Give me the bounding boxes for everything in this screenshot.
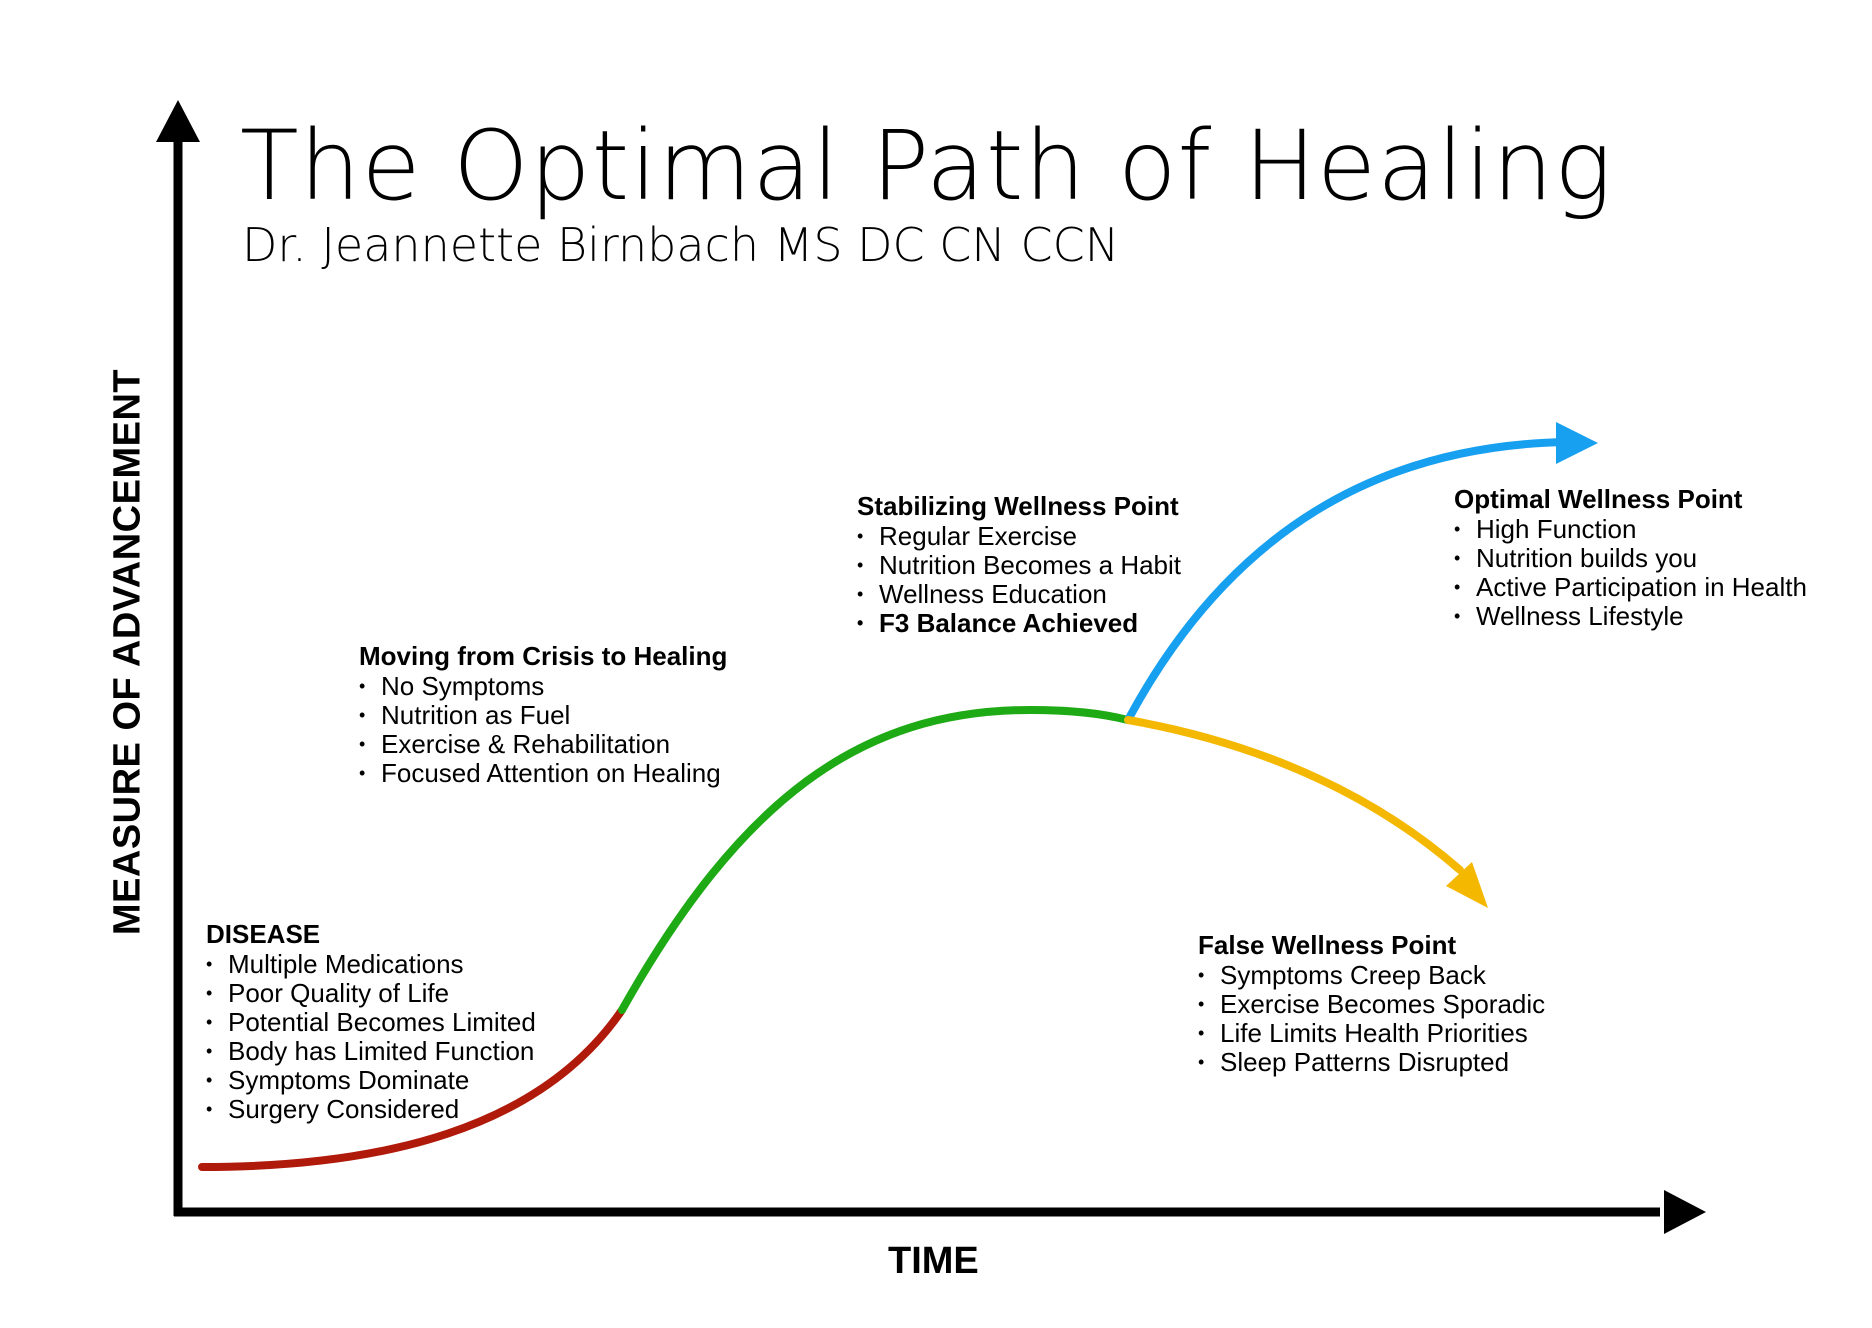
optimal-branch-curve [1124,438,1572,724]
disease-list-item: Symptoms Dominate [206,1066,536,1096]
stabilizing-list-item: Wellness Education [857,580,1181,610]
false-branch-curve [1124,716,1464,874]
y-axis-arrowhead [156,100,200,142]
false-branch-arrowhead [1446,862,1488,908]
disease-list-item: Potential Becomes Limited [206,1008,536,1038]
disease-list-item: Surgery Considered [206,1095,536,1125]
false-block: False Wellness Point Symptoms Creep Back… [1198,930,1545,1078]
stabilizing-list-item: Regular Exercise [857,522,1181,552]
crisis-list-item: Nutrition as Fuel [359,701,727,731]
disease-block-list: Multiple Medications Poor Quality of Lif… [206,950,536,1125]
diagram-title: The Optimal Path of Healing [240,110,1613,222]
optimal-list-item: Active Participation in Health [1454,573,1807,603]
stabilizing-list-item: Nutrition Becomes a Habit [857,551,1181,581]
stabilizing-block-list: Regular Exercise Nutrition Becomes a Hab… [857,522,1181,639]
disease-curve-segment [198,1006,626,1171]
crisis-list-item: Exercise & Rehabilitation [359,730,727,760]
stabilizing-block-title: Stabilizing Wellness Point [857,491,1179,521]
disease-block: DISEASE Multiple Medications Poor Qualit… [206,919,536,1125]
false-list-item: Exercise Becomes Sporadic [1198,990,1545,1020]
crisis-block: Moving from Crisis to Healing No Symptom… [359,641,728,789]
false-block-list: Symptoms Creep Back Exercise Becomes Spo… [1198,961,1545,1078]
crisis-block-list: No Symptoms Nutrition as Fuel Exercise &… [359,672,727,789]
disease-list-item: Body has Limited Function [206,1037,536,1067]
false-list-item: Life Limits Health Priorities [1198,1019,1545,1049]
false-block-title: False Wellness Point [1198,930,1457,960]
false-list-item: Sleep Patterns Disrupted [1198,1048,1545,1078]
healing-curve-segment [618,705,1132,1014]
optimal-block: Optimal Wellness Point High Function Nut… [1454,484,1807,632]
crisis-list-item: No Symptoms [359,672,727,702]
disease-block-title: DISEASE [206,919,321,949]
optimal-list-item: High Function [1454,515,1807,545]
optimal-list-item: Wellness Lifestyle [1454,602,1807,632]
diagram-subtitle: Dr. Jeannette Birnbach MS DC CN CCN [242,218,1120,272]
optimal-branch-arrowhead [1556,422,1598,464]
optimal-block-title: Optimal Wellness Point [1454,484,1743,514]
disease-list-item: Poor Quality of Life [206,979,536,1009]
x-axis-arrowhead [1664,1190,1706,1234]
false-list-item: Symptoms Creep Back [1198,961,1545,991]
stabilizing-list-item-highlight: F3 Balance Achieved [857,609,1181,639]
crisis-block-title: Moving from Crisis to Healing [359,641,728,671]
x-axis-label: TIME [888,1240,979,1282]
optimal-block-list: High Function Nutrition builds you Activ… [1454,515,1807,632]
optimal-list-item: Nutrition builds you [1454,544,1807,574]
y-axis-label: MEASURE OF ADVANCEMENT [106,368,149,936]
disease-list-item: Multiple Medications [206,950,536,980]
crisis-list-item: Focused Attention on Healing [359,759,727,789]
stabilizing-block: Stabilizing Wellness Point Regular Exerc… [857,491,1181,639]
